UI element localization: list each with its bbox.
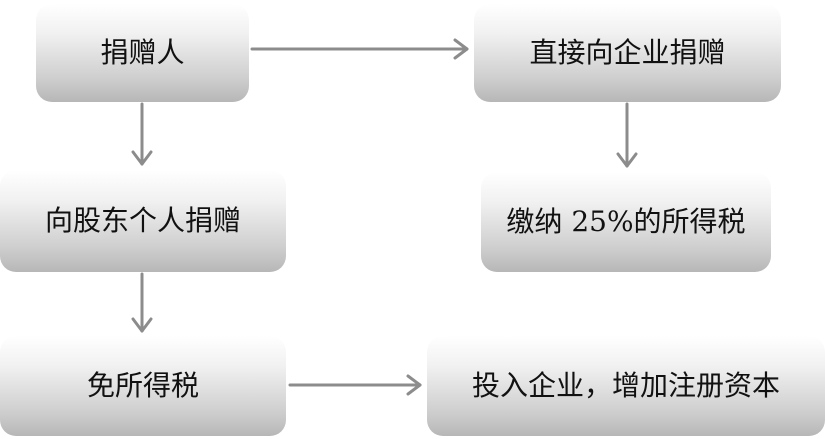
node-donor: 捐赠人 [36,4,249,102]
arrow-donor-to-shareholder [131,102,153,166]
node-to-shareholder-label: 向股东个人捐赠 [44,204,241,237]
node-tax-exempt-label: 免所得税 [86,369,199,402]
node-invest-capital-label: 投入企业，增加注册资本 [471,369,780,402]
arrow-direct-company-to-pay-tax [616,102,638,168]
arrow-tax-exempt-to-invest [288,374,422,396]
arrow-donor-to-direct-company [250,38,469,60]
node-pay-tax-label: 缴纳 25%的所得税 [506,205,746,238]
node-direct-to-company-label: 直接向企业捐赠 [529,36,726,69]
node-tax-exempt: 免所得税 [0,336,286,436]
node-pay-tax: 缴纳 25%的所得税 [481,172,771,272]
node-invest-capital: 投入企业，增加注册资本 [427,336,825,436]
arrow-shareholder-to-tax-exempt [131,272,153,333]
node-to-shareholder: 向股东个人捐赠 [0,170,286,272]
node-direct-to-company: 直接向企业捐赠 [474,4,781,102]
node-donor-label: 捐赠人 [100,36,185,69]
